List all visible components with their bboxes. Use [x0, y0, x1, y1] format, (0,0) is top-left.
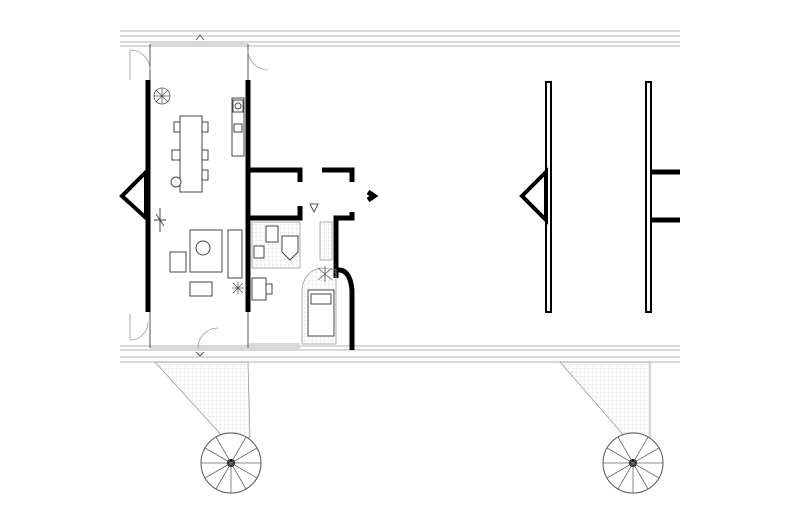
dining-table: [170, 115, 209, 193]
bedroom: [301, 221, 337, 345]
bottom-arrow-icon: [195, 351, 205, 357]
top-gallery: [120, 30, 680, 47]
desk: [251, 277, 273, 301]
floor-lamp-icon: [154, 208, 166, 232]
kitchen-counter: [231, 97, 245, 157]
spiral-stair-left: [200, 432, 262, 494]
column-structure-1: [519, 81, 552, 313]
top-arrow-icon: [195, 34, 205, 41]
column-structure-2: [645, 81, 680, 313]
stair-ramp-right: [559, 361, 651, 439]
stair-ramp-left: [154, 361, 251, 439]
living-area: [169, 229, 243, 297]
spiral-stair-right: [602, 432, 664, 494]
triangle-marker-icon: [309, 203, 319, 214]
walls: [119, 80, 379, 350]
small-plant-icon: [232, 282, 244, 294]
unit-outline: [129, 43, 300, 349]
bathroom: [251, 203, 319, 269]
plant-icon: [153, 87, 171, 105]
